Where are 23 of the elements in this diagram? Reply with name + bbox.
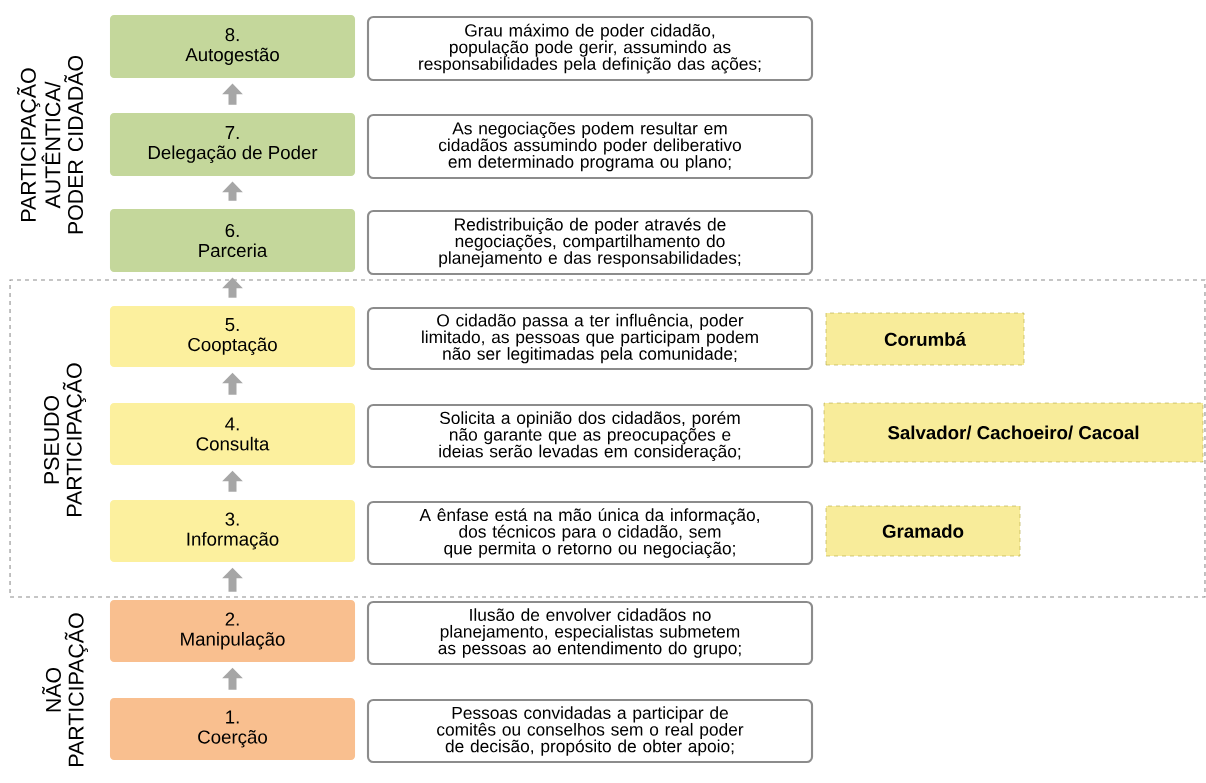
- description-box: A ênfase está na mão única da informação, dos técnicos para o cidadão, sem que permita o retorno ou negociação;: [366, 500, 814, 566]
- group-label: PSEUDO PARTICIPAÇÃO: [43, 363, 87, 516]
- step-box: 5. Cooptação: [109, 305, 356, 368]
- step-box: 7. Delegação de Poder: [109, 113, 356, 176]
- step-box: 6. Parceria: [109, 209, 356, 272]
- description-box: As negociações podem resultar em cidadãos assumindo poder deliberativo em determinado programa ou plano;: [366, 113, 814, 180]
- step-box: 8. Autogestão: [109, 15, 356, 78]
- dashed-group-frame: [9, 279, 1206, 598]
- description-box: Grau máximo de poder cidadão, população pode gerir, assumindo as responsabilidades pela definição das ações;: [366, 15, 814, 82]
- description-box: Redistribuição de poder através de negociações, compartilhamento do planejamento e das responsabilidades;: [366, 209, 814, 276]
- description-box: Solicita a opinião dos cidadãos, porém não garante que as preocupações e ideias serão levadas em consideração;: [366, 403, 814, 469]
- description-box: O cidadão passa a ter influência, poder limitado, as pessoas que participam podem não ser legitimadas pela comunidade;: [366, 306, 814, 371]
- description-box: Ilusão de envolver cidadãos no planejamento, especialistas submetem as pessoas ao entendimento do grupo;: [366, 600, 814, 666]
- step-box: 3. Informação: [109, 500, 356, 562]
- city-box: Gramado: [825, 505, 1021, 557]
- step-box: 4. Consulta: [109, 403, 356, 465]
- group-label: PARTICIPAÇÃO AUTÊNTICA/ PODER CIDADÃO: [16, 55, 84, 234]
- step-box: 2. Manipulação: [109, 600, 356, 662]
- group-label: NÃO PARTICIPAÇÃO: [42, 613, 88, 766]
- city-box: Salvador/ Cachoeiro/ Cacoal: [823, 402, 1204, 463]
- step-box: 1. Coerção: [109, 698, 356, 760]
- description-box: Pessoas convidadas a participar de comitês ou conselhos sem o real poder de decisão, propósito de obter apoio;: [366, 698, 814, 764]
- city-box: Corumbá: [825, 312, 1025, 366]
